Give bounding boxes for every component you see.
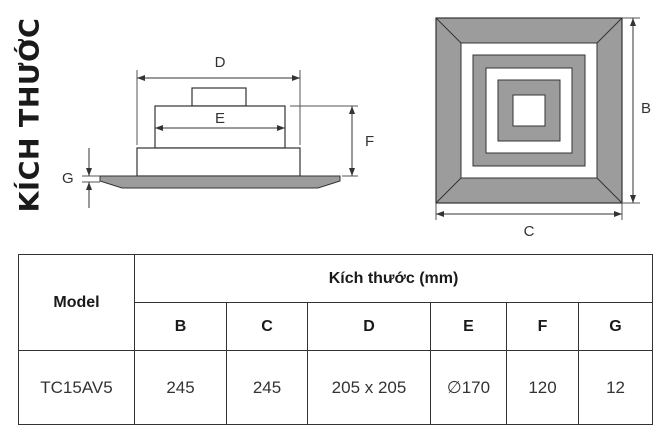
label-c: C [524,223,535,240]
column-header-f: F [506,302,579,351]
value-cell-d: 205 x 205 [307,350,431,425]
value-cell-f: 120 [506,350,579,425]
dimension-diagram: D E F G B C [62,17,651,240]
dimension-table: Model Kích thước (mm) B C D E F G TC15AV… [18,254,654,425]
label-e: E [215,110,225,127]
model-cell: TC15AV5 [18,350,135,425]
fan-housing [154,105,286,149]
label-b: B [641,100,651,117]
value-cell-e: ∅170 [430,350,507,425]
column-header-b: B [134,302,227,351]
top-view-drawing: B C [435,17,651,240]
column-header-d: D [307,302,431,351]
column-header-e: E [430,302,507,351]
value-cell-b: 245 [134,350,227,425]
dimensions-group-header: Kích thước (mm) [133,254,654,303]
column-header-c: C [226,302,308,351]
model-header: Model [18,254,135,351]
mounting-box [136,147,301,177]
grille-plate [99,175,341,189]
label-g: G [62,170,74,187]
label-f: F [365,133,374,150]
value-cell-c: 245 [226,350,308,425]
column-header-g: G [577,302,654,351]
grille-center [512,94,546,127]
label-d: D [215,54,226,71]
motor-cap [191,87,247,107]
table-row: TC15AV5 245 245 205 x 205 ∅170 120 12 [18,350,654,425]
value-cell-g: 12 [577,350,654,425]
side-view-drawing: D E F G [62,54,374,208]
